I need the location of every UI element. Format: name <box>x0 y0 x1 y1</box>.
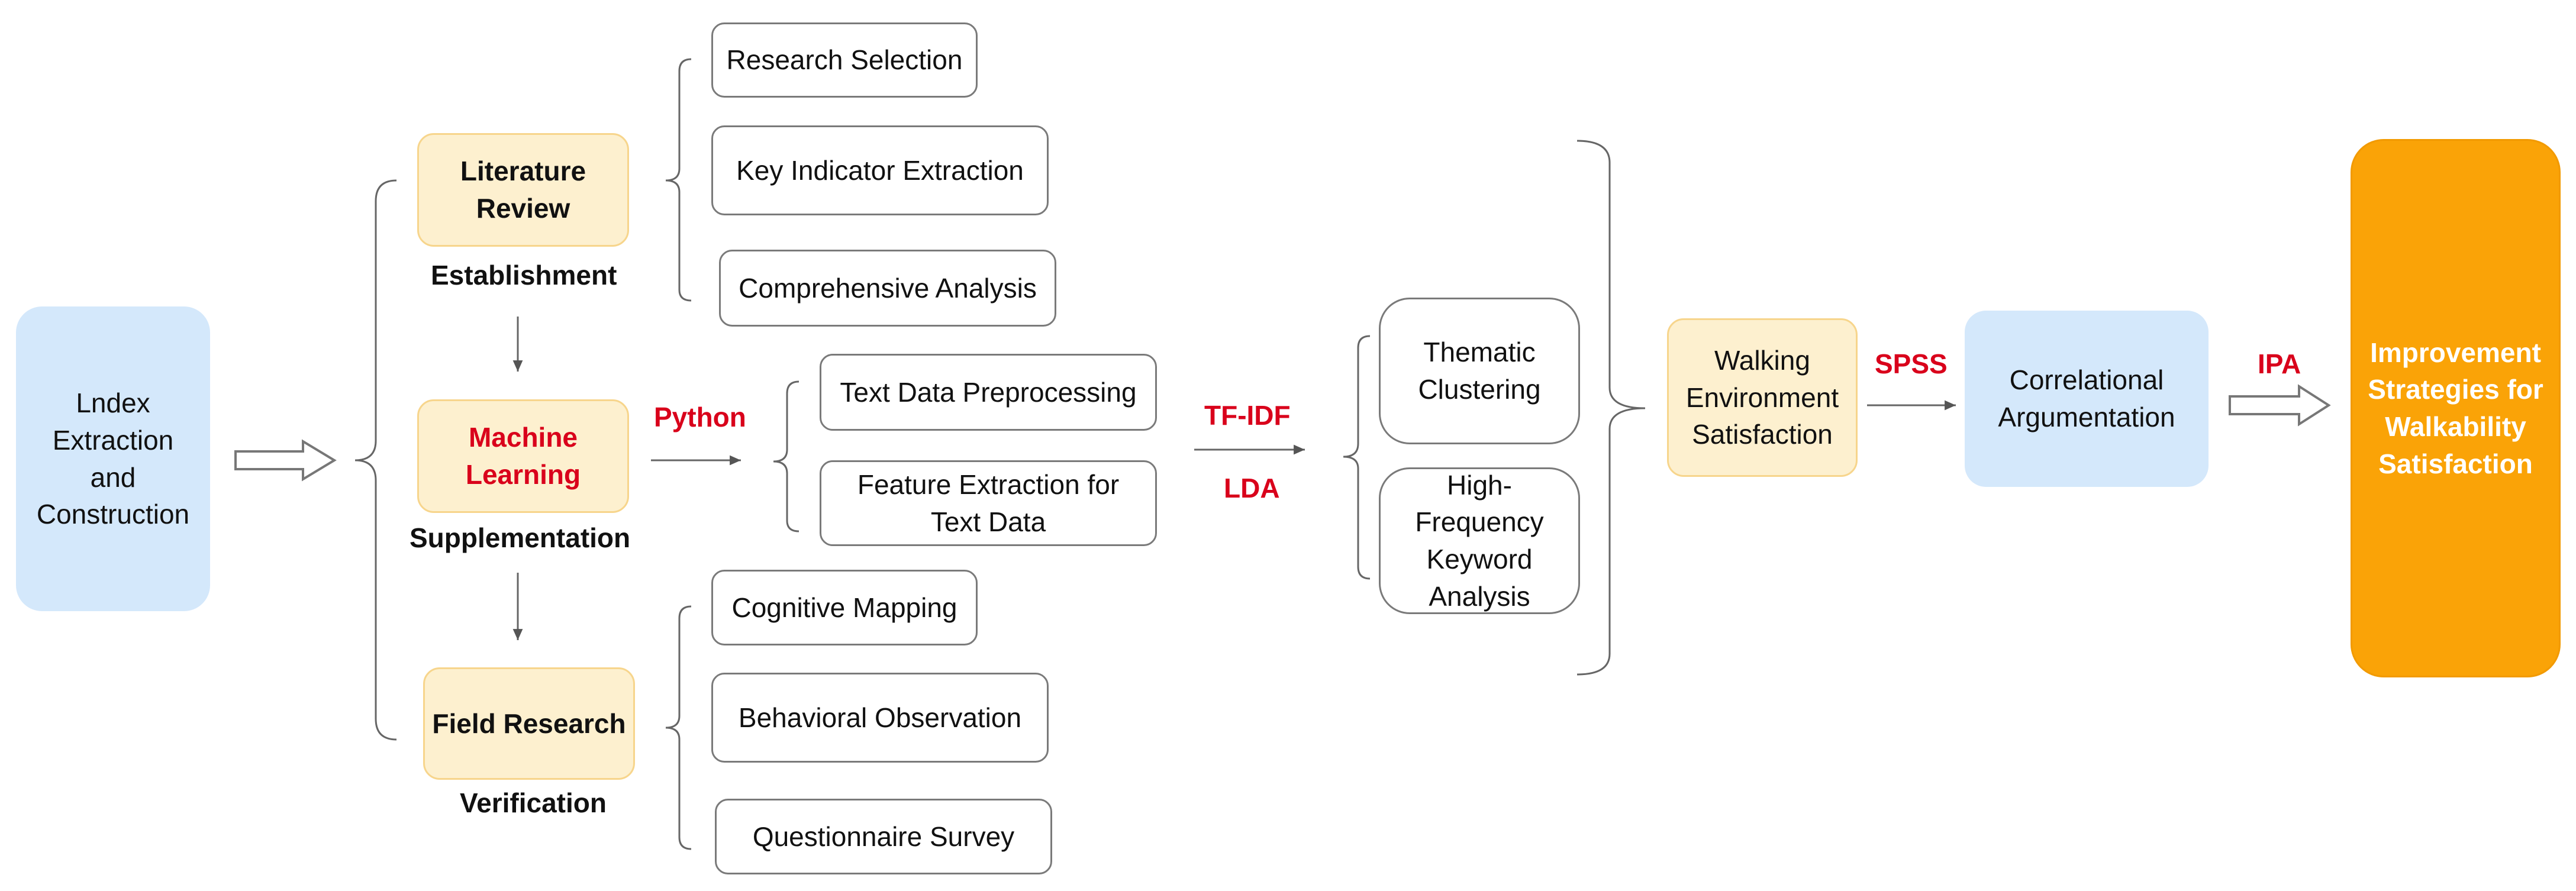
step-comprehensive-analysis: Comprehensive Analysis <box>719 250 1056 327</box>
tool-lda: LDA <box>1224 473 1280 503</box>
step-research-selection: Research Selection <box>711 22 978 98</box>
bracket-closing <box>1576 140 1646 676</box>
step-label: Key Indicator Extraction <box>736 154 1024 186</box>
correlation-label: Correlational Argumentation <box>1998 364 2175 432</box>
keyword-analysis-node: High-Frequency Keyword Analysis <box>1379 467 1580 614</box>
bracket-analysis <box>1343 335 1371 580</box>
start-label: Lndex Extraction and Construction <box>36 388 190 530</box>
tool-tfidf: TF-IDF <box>1204 400 1291 431</box>
tool-ipa: IPA <box>2258 348 2301 379</box>
step-questionnaire-survey: Questionnaire Survey <box>715 799 1052 874</box>
step-text-data-preprocessing: Text Data Preprocessing <box>820 354 1157 431</box>
literature-review-node: Literature Review <box>417 133 629 247</box>
bracket-machine <box>773 380 799 532</box>
step-feature-extraction: Feature Extraction for Text Data <box>820 460 1157 546</box>
step-label: Text Data Preprocessing <box>840 376 1137 408</box>
field-research-node: Field Research <box>423 667 635 780</box>
machine-learning-node: Machine Learning <box>417 399 629 513</box>
tool-spss: SPSS <box>1875 348 1948 379</box>
bracket-methods <box>354 179 397 741</box>
stage-supplementation: Supplementation <box>410 522 631 553</box>
stage-verification: Verification <box>460 787 607 818</box>
outcome-label: Improvement Strategies for Walkability S… <box>2368 337 2543 479</box>
step-label: Comprehensive Analysis <box>739 272 1037 304</box>
literature-review-label: Literature Review <box>460 156 586 224</box>
thematic-clustering-node: Thematic Clustering <box>1379 298 1580 444</box>
step-behavioral-observation: Behavioral Observation <box>711 673 1049 763</box>
field-research-label: Field Research <box>432 708 626 739</box>
satisfaction-label: Walking Environment Satisfaction <box>1685 345 1839 450</box>
outcome-node: Improvement Strategies for Walkability S… <box>2351 139 2561 677</box>
tool-python: Python <box>654 402 746 432</box>
hollow-arrow-ipa <box>2229 384 2331 427</box>
start-node: Lndex Extraction and Construction <box>16 306 210 611</box>
step-label: Cognitive Mapping <box>731 592 957 623</box>
step-cognitive-mapping: Cognitive Mapping <box>711 570 978 645</box>
step-label: Questionnaire Survey <box>752 821 1015 852</box>
step-key-indicator-extraction: Key Indicator Extraction <box>711 125 1049 215</box>
stage-establishment: Establishment <box>431 260 617 290</box>
machine-learning-label: Machine Learning <box>465 422 581 490</box>
bracket-literature <box>665 58 692 302</box>
step-label: Research Selection <box>726 44 963 76</box>
analysis-label: High-Frequency Keyword Analysis <box>1415 469 1544 612</box>
correlational-argumentation-node: Correlational Argumentation <box>1965 311 2209 487</box>
step-label: Feature Extraction for Text Data <box>857 469 1120 537</box>
hollow-arrow-start <box>234 439 337 482</box>
walking-satisfaction-node: Walking Environment Satisfaction <box>1667 318 1858 477</box>
step-label: Behavioral Observation <box>738 702 1022 733</box>
analysis-label: Thematic Clustering <box>1418 337 1541 405</box>
bracket-field <box>665 605 692 850</box>
